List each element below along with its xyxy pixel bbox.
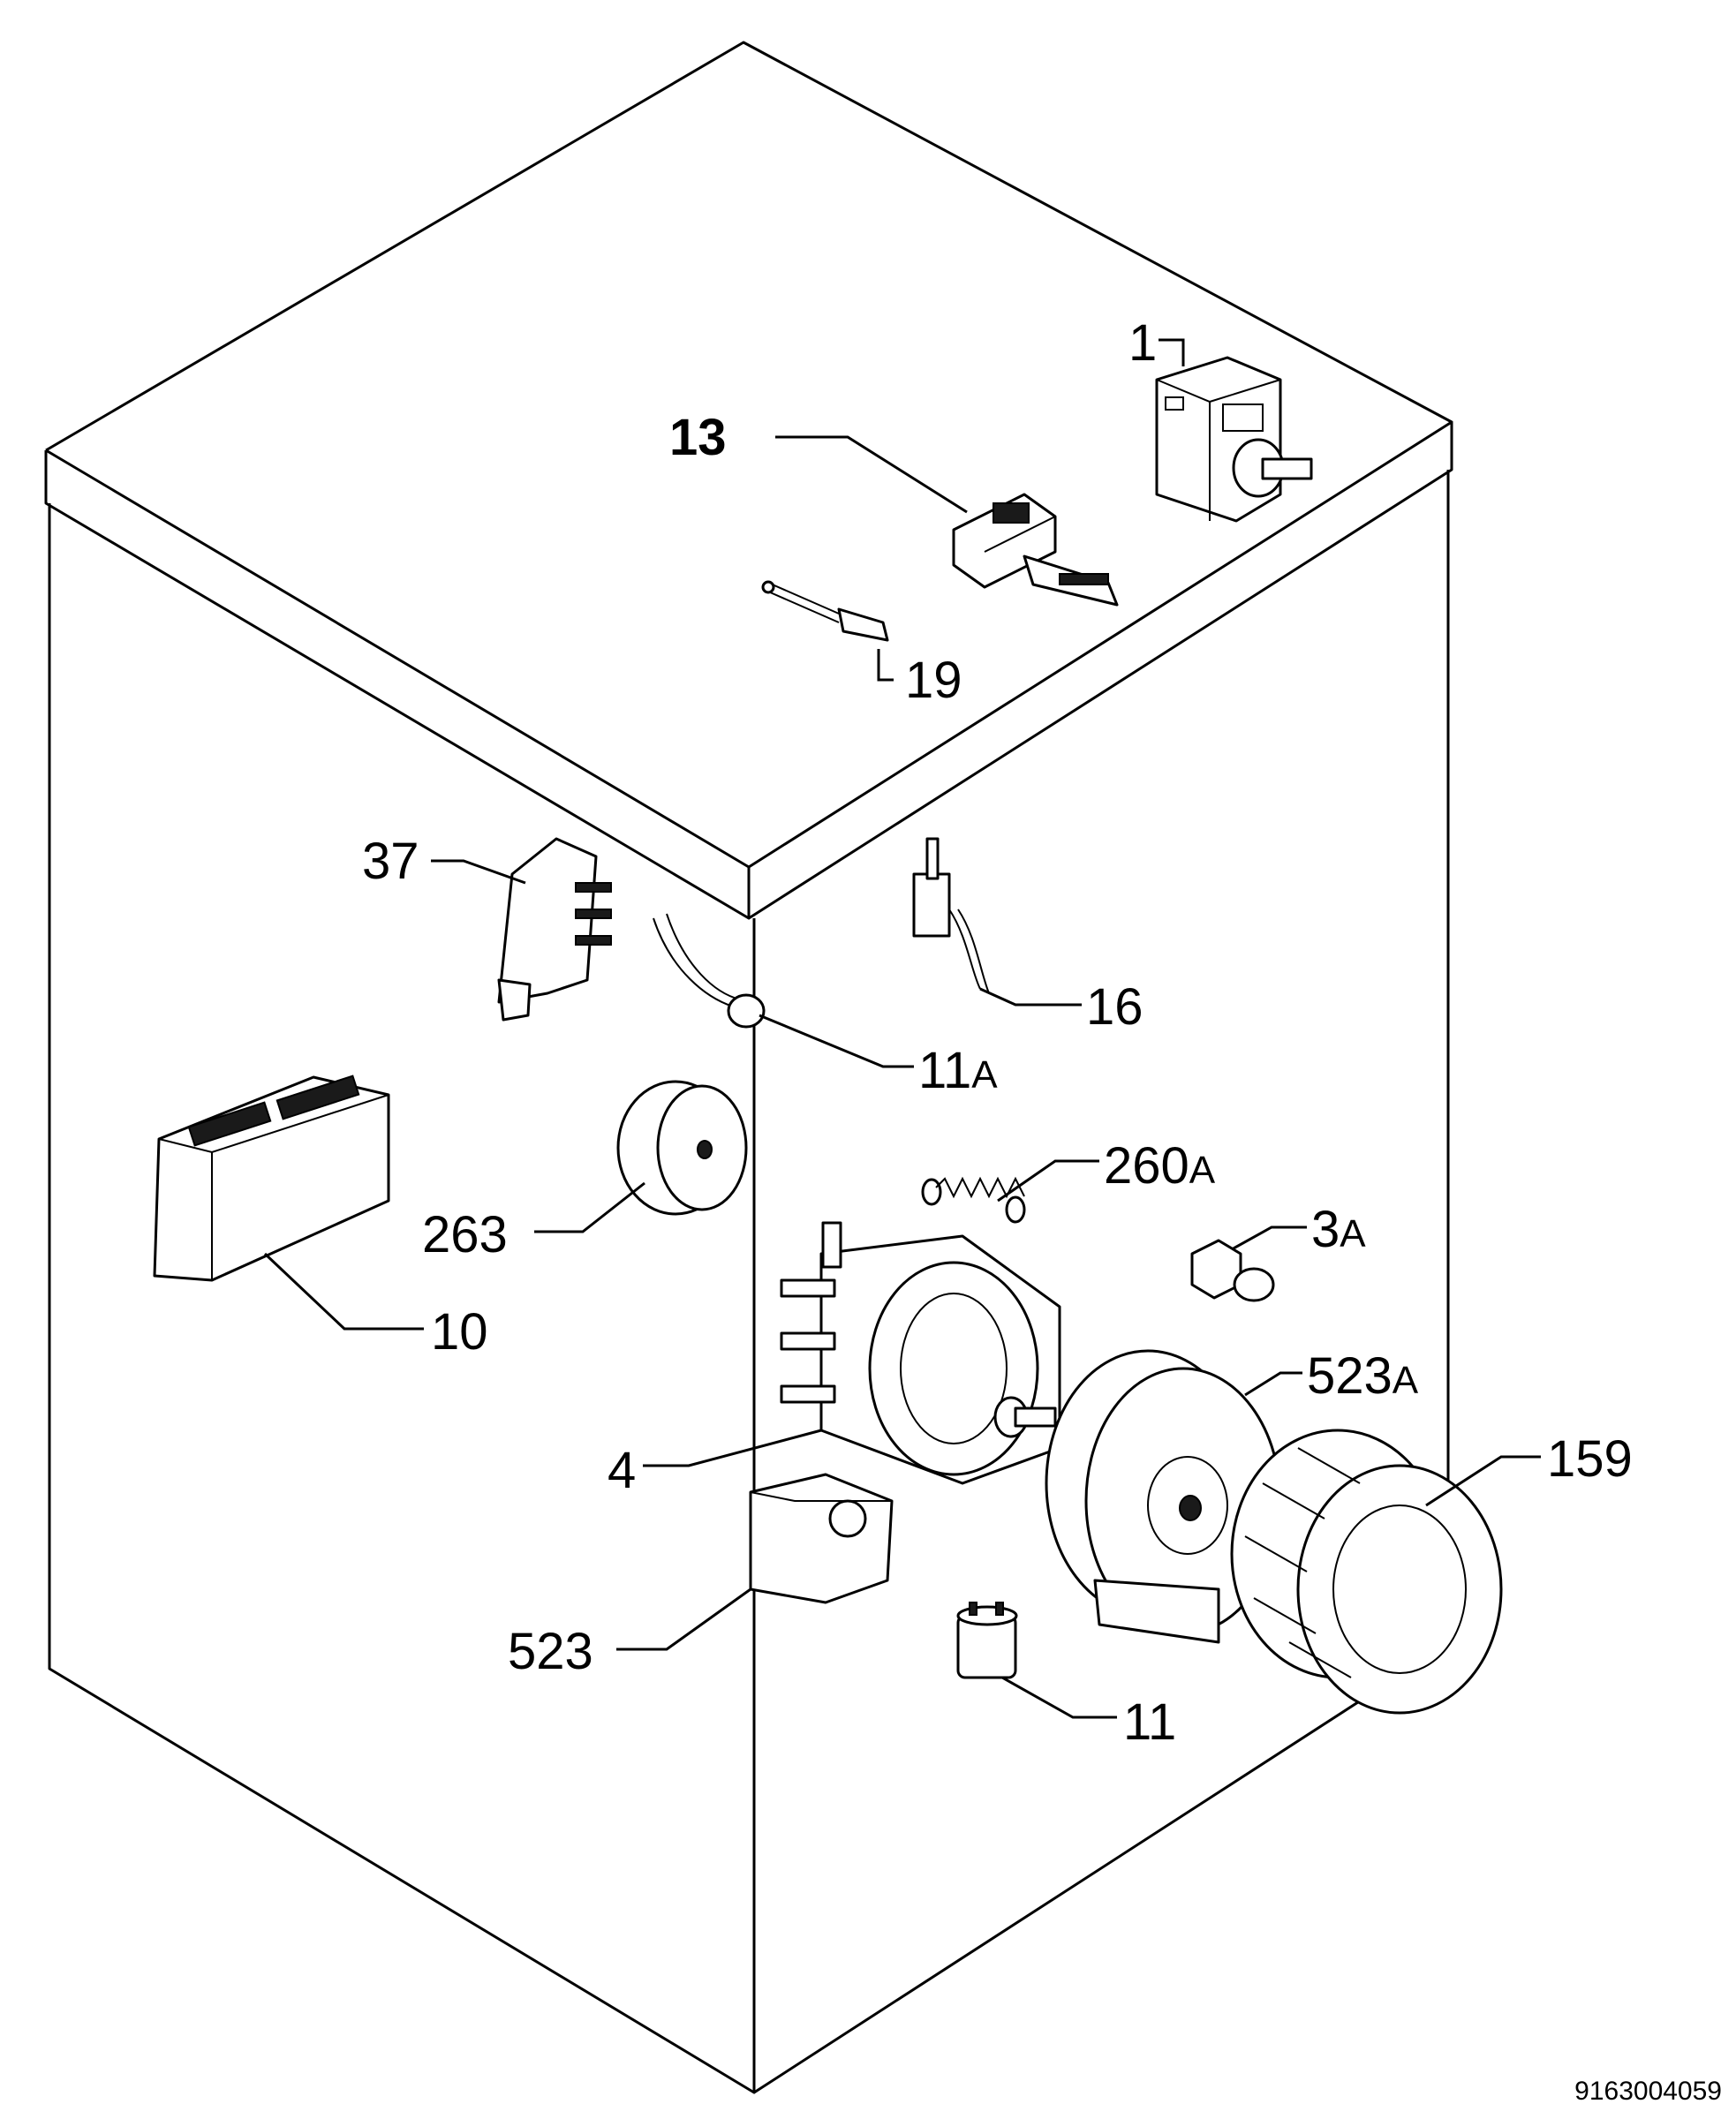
label-part-13: 13 [669, 409, 727, 466]
label-part-159: 159 [1547, 1430, 1633, 1488]
part-3a-sensor [1190, 1239, 1275, 1302]
label-part-523: 523 [508, 1623, 593, 1680]
cabinet-outline [44, 41, 1453, 2094]
label-part-16: 16 [1086, 978, 1143, 1036]
part-159-blower-drum [1230, 1429, 1503, 1715]
part-37-filter [497, 837, 612, 1022]
label-part-4: 4 [608, 1442, 636, 1499]
part-13-terminal-block [952, 493, 1119, 607]
label-part-37: 37 [362, 833, 419, 890]
part-4-motor [780, 1221, 1061, 1485]
part-16-door-switch [912, 837, 990, 994]
label-part-260a: 260A [1104, 1137, 1216, 1195]
part-labels: 1 13 19 37 16 11A 263 260A 3A 10 523A 4 … [362, 314, 1633, 1751]
drawing-reference-number: 9163004059 [1574, 2077, 1722, 2106]
label-part-11: 11 [1123, 1693, 1176, 1751]
label-part-11a: 11A [918, 1042, 998, 1099]
label-part-19: 19 [905, 652, 962, 709]
label-part-1: 1 [1128, 314, 1157, 372]
part-263-pulley [616, 1080, 748, 1216]
part-260a-spring [921, 1176, 1026, 1224]
part-11a-wired-component [653, 913, 766, 1029]
leader-lines [263, 338, 1541, 1719]
label-part-3a: 3A [1311, 1201, 1366, 1258]
part-523-motor-bracket [749, 1473, 894, 1604]
label-part-10: 10 [431, 1303, 488, 1361]
part-1-program-selector [1155, 356, 1313, 523]
part-10-control-box [153, 1075, 390, 1282]
part-19-sensor [761, 580, 889, 642]
label-part-263: 263 [422, 1206, 508, 1263]
label-part-523a: 523A [1307, 1347, 1419, 1405]
part-11-capacitor [956, 1602, 1018, 1679]
